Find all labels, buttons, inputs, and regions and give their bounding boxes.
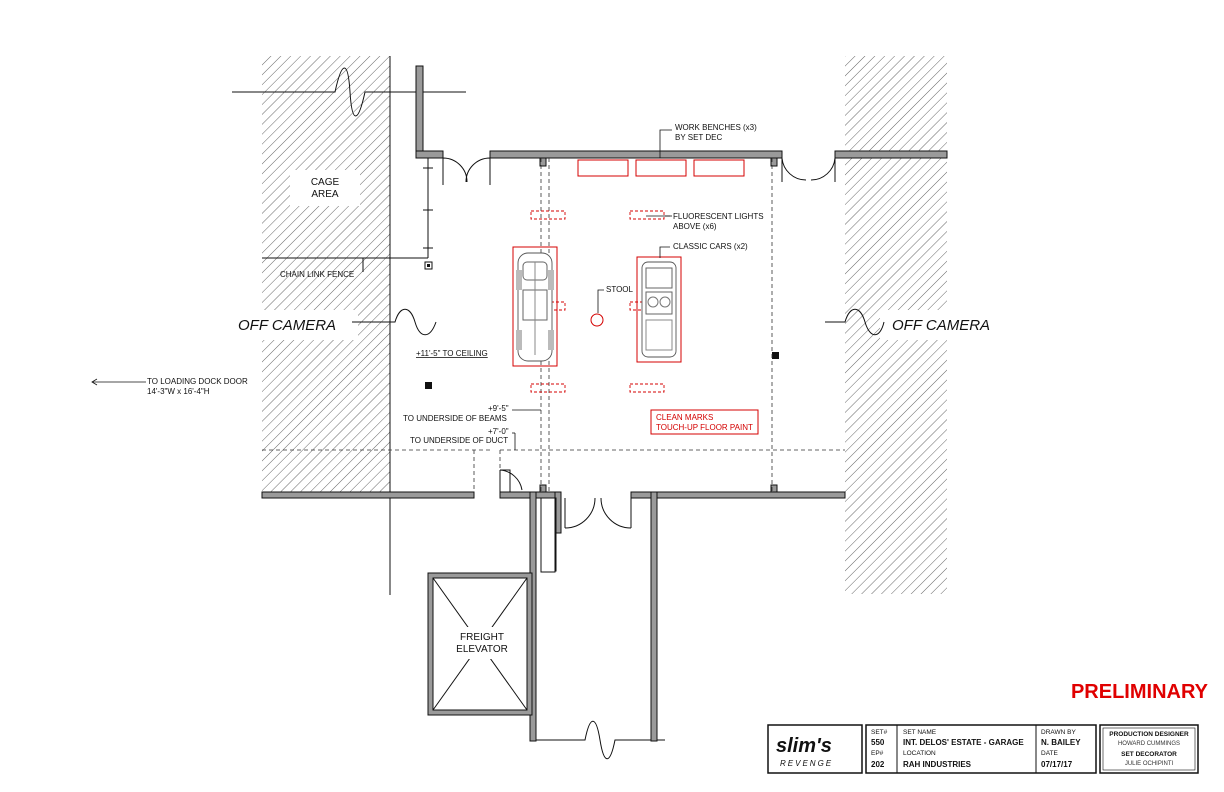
off-camera-label-bg-left [228, 310, 358, 340]
set-name-label: SET NAME [903, 729, 937, 736]
off-camera-label-bg-right [880, 310, 1010, 340]
corridor-wall-inner [540, 497, 556, 573]
drawn-by-label: DRAWN BY [1041, 729, 1076, 736]
set-number-value: 550 [871, 738, 885, 747]
ceiling-height-label: +11'-5" TO CEILING [416, 349, 488, 358]
production-designer-label: PRODUCTION DESIGNER [1109, 731, 1189, 738]
overhead-dashed-lines [262, 158, 845, 492]
show-logo-subtitle: REVENGE [780, 759, 833, 768]
loading-dock-size-label: 14'-3"W x 16'-4"H [147, 387, 210, 396]
cage-label-bg [290, 170, 360, 206]
work-bench [635, 159, 687, 177]
clean-marks-box [650, 409, 759, 435]
title-block [767, 724, 1199, 774]
chain-link-fence [262, 158, 433, 272]
production-designer-value: HOWARD CUMMINGS [1118, 741, 1180, 747]
work-bench [693, 159, 745, 177]
light-fixture [530, 383, 566, 393]
break-lines [232, 56, 885, 760]
stool-label: STOOL [606, 285, 634, 294]
off-camera-right-label: OFF CAMERA [892, 317, 990, 334]
classic-cars-label: CLASSIC CARS (x2) [673, 242, 748, 251]
stool-icon [590, 313, 604, 327]
light-fixture [629, 210, 665, 220]
duct-height-label: +7'-0" [488, 427, 509, 436]
date-label: DATE [1041, 750, 1059, 757]
off-camera-left-label: OFF CAMERA [238, 317, 336, 334]
work-benches [577, 159, 745, 177]
work-benches-label: WORK BENCHES (x3) [675, 123, 757, 132]
column-marker-2 [425, 382, 432, 389]
column-marker-3 [772, 352, 779, 359]
loading-dock-label: TO LOADING DOCK DOOR [147, 377, 248, 386]
freight-elevator [427, 572, 533, 716]
episode-number-label: EP# [871, 750, 884, 757]
walls [261, 65, 948, 742]
leader-lines [91, 129, 672, 450]
clean-marks-label: CLEAN MARKS [656, 413, 713, 422]
location-value: RAH INDUSTRIES [903, 760, 972, 769]
cage-area-label: CAGE [311, 177, 340, 188]
date-value: 07/17/17 [1041, 760, 1073, 769]
fluorescent-lights-note: ABOVE (x6) [673, 222, 717, 231]
off-camera-hatch-left [262, 56, 390, 492]
freight-elevator-label-2: ELEVATOR [456, 644, 508, 655]
light-fixture [530, 210, 566, 220]
work-bench [577, 159, 629, 177]
location-label: LOCATION [903, 750, 936, 757]
set-decorator-value: JULIE OCHIPINTI [1125, 761, 1174, 767]
freight-elevator-label: FREIGHT [460, 632, 504, 643]
duct-text-label: TO UNDERSIDE OF DUCT [410, 436, 508, 445]
cage-area-label-2: AREA [311, 189, 339, 200]
beams-text-label: TO UNDERSIDE OF BEAMS [403, 414, 507, 423]
classic-car-left [512, 246, 558, 367]
show-logo: slim's [776, 735, 832, 757]
classic-car-right [636, 256, 682, 363]
doors [442, 157, 836, 529]
chain-link-fence-label: CHAIN LINK FENCE [280, 270, 354, 279]
beams-height-label: +9'-5" [488, 404, 509, 413]
set-number-label: SET# [871, 729, 888, 736]
touch-up-label: TOUCH-UP FLOOR PAINT [656, 423, 753, 432]
work-benches-note: BY SET DEC [675, 133, 723, 142]
drawn-by-value: N. BAILEY [1041, 738, 1081, 747]
set-name-value: INT. DELOS' ESTATE - GARAGE [903, 738, 1024, 747]
preliminary-stamp: PRELIMINARY [1071, 681, 1209, 703]
set-decorator-label: SET DECORATOR [1121, 751, 1177, 758]
fluorescent-lights-label: FLUORESCENT LIGHTS [673, 212, 764, 221]
light-fixture [629, 383, 665, 393]
column-marker-dot [427, 264, 430, 267]
episode-number-value: 202 [871, 760, 885, 769]
